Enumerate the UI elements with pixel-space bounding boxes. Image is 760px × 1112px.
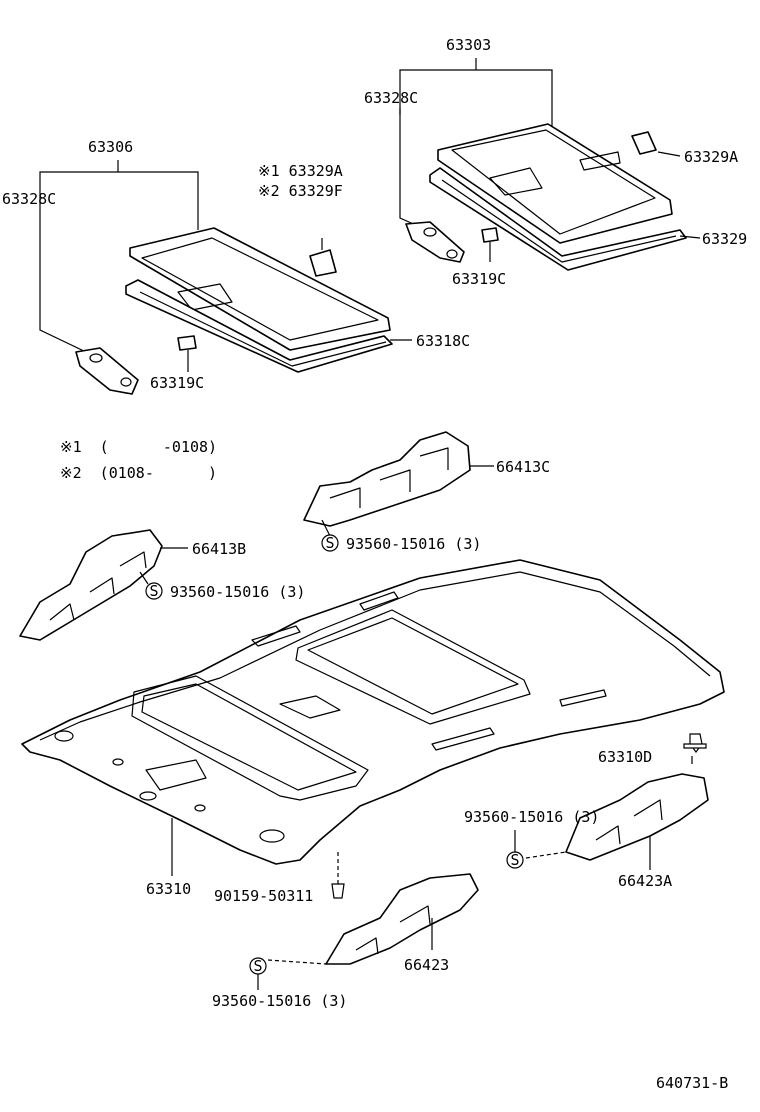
bolt-label-66423a: 93560-15016 (3) xyxy=(464,808,599,826)
note1-ref: ※1 63329A xyxy=(258,162,343,180)
bracket-66413b xyxy=(19,529,188,641)
label-63318c: 63318C xyxy=(416,332,470,350)
label-63329a-right: 63329A xyxy=(684,148,738,166)
label-90159-50311: 90159-50311 xyxy=(214,887,313,905)
note1-range: ※1 ( -0108) xyxy=(60,438,217,456)
label-63328c-right: 63328C xyxy=(364,89,418,107)
sunshade-assembly-right xyxy=(399,58,701,271)
bracket-66423a xyxy=(525,773,709,870)
label-66423: 66423 xyxy=(404,956,449,974)
screw-90159-50311 xyxy=(331,852,345,899)
label-63306: 63306 xyxy=(88,138,133,156)
label-66413c: 66413C xyxy=(496,458,550,476)
sunshade-assembly-left xyxy=(39,160,412,395)
s-symbol-66423: S xyxy=(249,957,267,975)
headliner-63310 xyxy=(21,559,725,876)
bracket-66423 xyxy=(267,873,479,965)
label-63310: 63310 xyxy=(146,880,191,898)
bolt-label-66423: 93560-15016 (3) xyxy=(212,992,347,1010)
label-66413b: 66413B xyxy=(192,540,246,558)
bolt-label-66413c: 93560-15016 (3) xyxy=(346,535,481,553)
label-63329: 63329 xyxy=(702,230,747,248)
s-symbol-letter: S xyxy=(253,957,262,975)
s-symbol-66423a: S xyxy=(506,851,524,869)
diagram-id: 640731-B xyxy=(656,1074,728,1092)
clip-63310d xyxy=(683,733,707,764)
label-63319c-right: 63319C xyxy=(452,270,506,288)
label-63328c-left: 63328C xyxy=(2,190,56,208)
label-63319c-left: 63319C xyxy=(150,374,204,392)
s-symbol-letter: S xyxy=(510,851,519,869)
note2-ref: ※2 63329F xyxy=(258,182,343,200)
s-symbol-66413c: S xyxy=(321,534,339,552)
label-66423a: 66423A xyxy=(618,872,672,890)
bracket-66413c xyxy=(303,431,494,537)
s-symbol-letter: S xyxy=(325,534,334,552)
note2-range: ※2 (0108- ) xyxy=(60,464,217,482)
s-symbol-letter: S xyxy=(149,582,158,600)
s-symbol-66413b: S xyxy=(145,582,163,600)
bolt-label-66413b: 93560-15016 (3) xyxy=(170,583,305,601)
label-63303: 63303 xyxy=(446,36,491,54)
label-63310d: 63310D xyxy=(598,748,652,766)
